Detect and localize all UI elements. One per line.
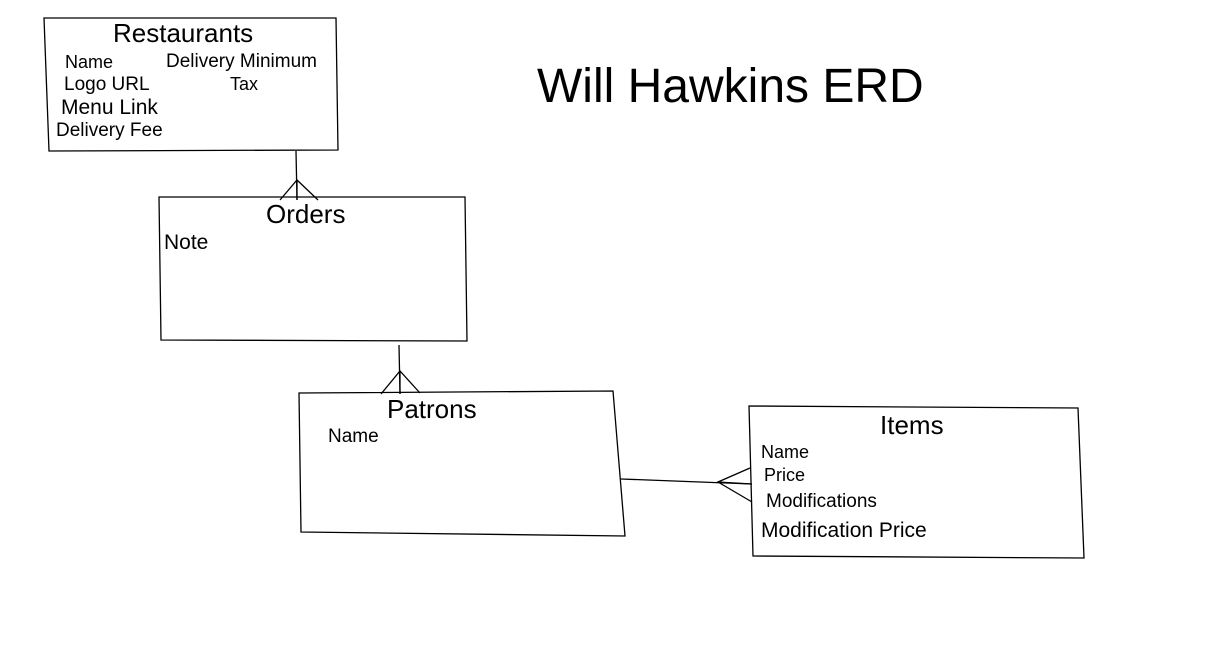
restaurants-attr-menu-link: Menu Link: [61, 96, 158, 119]
restaurants-box[interactable]: [43, 17, 339, 152]
orders-attr-note: Note: [164, 231, 209, 254]
patrons-attr-name: Name: [328, 426, 379, 447]
restaurants-attr-name: Name: [65, 52, 114, 72]
items-box[interactable]: [748, 405, 1085, 559]
orders-title: Orders: [266, 199, 346, 229]
items-title: Items: [880, 410, 944, 440]
restaurants-attr-tax: Tax: [230, 74, 259, 94]
items-attr-modifications: Modifications: [766, 491, 877, 512]
restaurants-attr-logo-url: Logo URL: [64, 74, 150, 95]
items-attr-name: Name: [761, 442, 810, 462]
patrons-box[interactable]: [298, 390, 626, 537]
restaurants-title: Restaurants: [113, 18, 254, 48]
restaurants-attr-delivery-minimum: Delivery Minimum: [166, 51, 317, 72]
relationship-orders-patrons: [380, 344, 421, 395]
crows-foot: [716, 467, 753, 503]
restaurants-attr-delivery-fee: Delivery Fee: [56, 120, 163, 141]
relationship-patrons-items: [620, 467, 753, 503]
page-title: Will Hawkins ERD: [537, 60, 924, 113]
relationship-restaurants-orders: [279, 150, 319, 201]
items-attr-modification-price: Modification Price: [761, 519, 927, 542]
patrons-title: Patrons: [387, 394, 477, 424]
crows-foot-middle: [717, 481, 753, 485]
orders-box[interactable]: [158, 196, 468, 342]
items-attr-price: Price: [764, 465, 806, 485]
